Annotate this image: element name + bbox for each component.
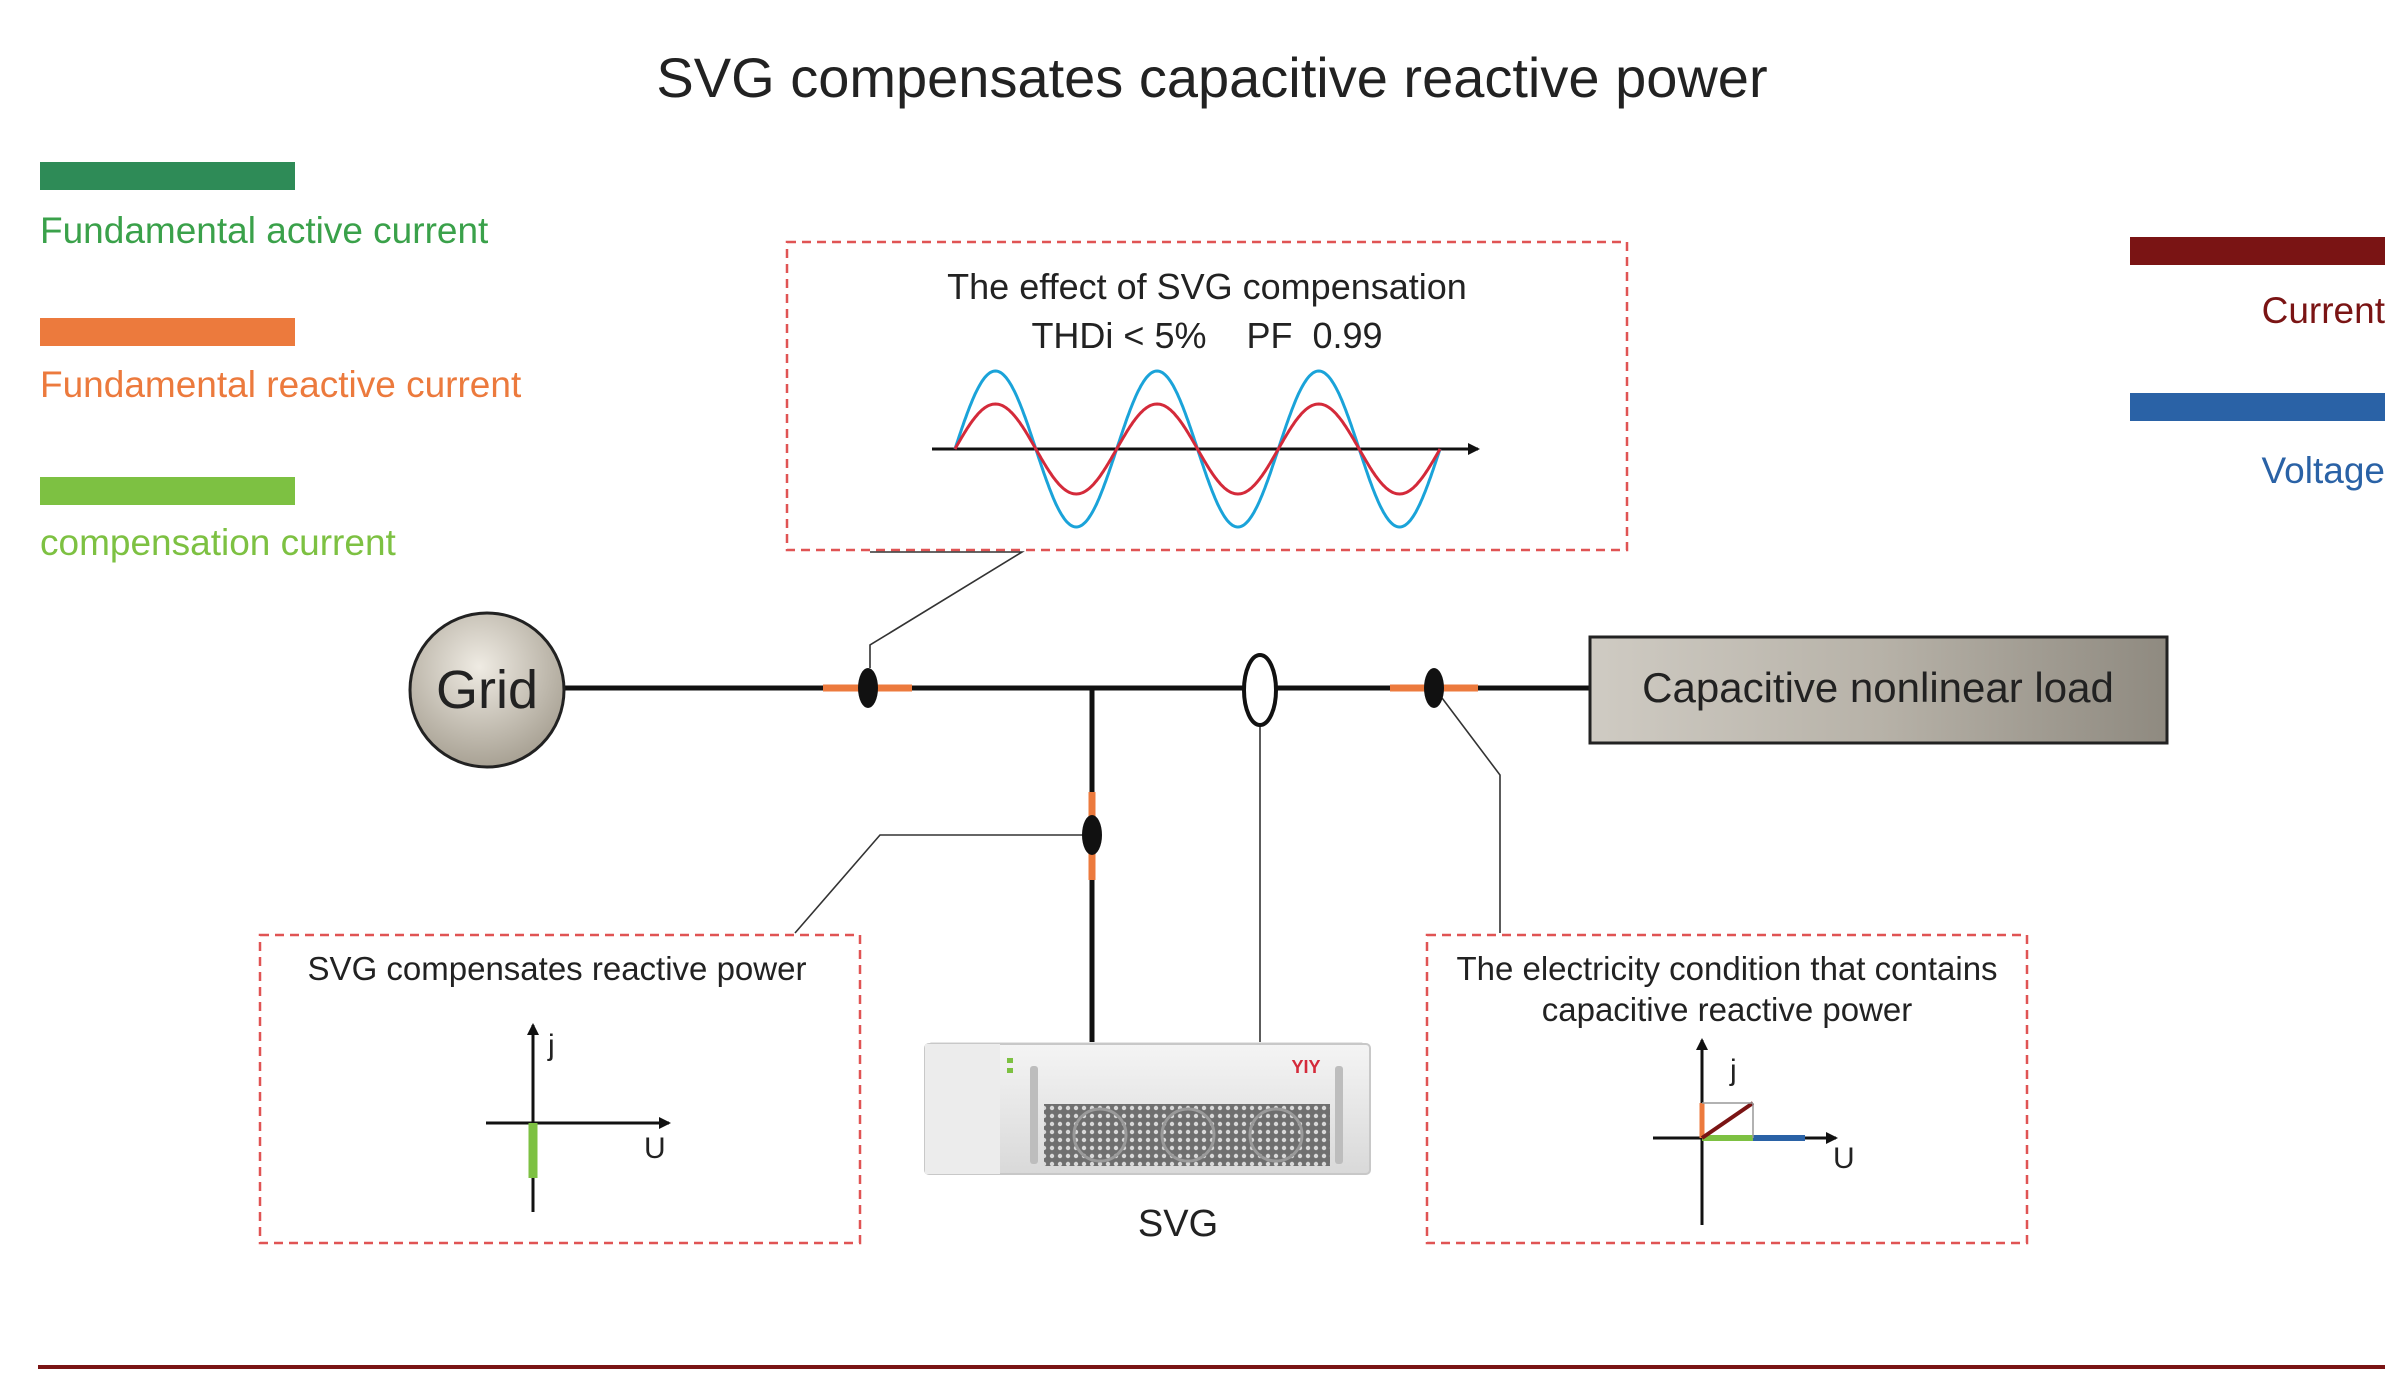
svg-device: YIY SVG xyxy=(924,1042,1371,1245)
measure-point-grid xyxy=(858,668,878,708)
page-title: SVG compensates capacitive reactive powe… xyxy=(656,46,1767,109)
load-box xyxy=(1588,635,2169,745)
leader-svg-box xyxy=(794,834,1092,934)
legend-label-voltage: Voltage xyxy=(2262,450,2385,491)
condition-box-title-line1: The electricity condition that contains xyxy=(1456,950,1997,987)
load-node: Capacitive nonlinear load xyxy=(1588,635,2169,745)
condition-box: The electricity condition that contains … xyxy=(1425,933,2029,1245)
leader-effect xyxy=(869,551,1025,668)
effect-box-stats: THDi < 5% PF 0.99 xyxy=(1031,315,1382,356)
svg-box-border xyxy=(258,933,862,1245)
legend-swatch-current xyxy=(2130,237,2385,265)
condition-box-axis-u-label: U xyxy=(1833,1142,1855,1175)
svg-box: SVG compensates reactive power j U xyxy=(258,933,862,1245)
svg-box-axis-j-label: j xyxy=(547,1029,555,1062)
fan-icon xyxy=(1160,1107,1216,1163)
effect-box-title: The effect of SVG compensation xyxy=(947,266,1467,307)
measure-point-load xyxy=(1424,668,1444,708)
condition-box-axis-j-label: j xyxy=(1729,1054,1737,1087)
condition-box-border xyxy=(1425,933,2029,1245)
current-vector xyxy=(1700,1101,1755,1140)
grid-node: Grid xyxy=(408,611,566,769)
measure-point-svg xyxy=(1082,815,1102,855)
fan-icon xyxy=(1072,1107,1128,1163)
svg-device-brand: YIY xyxy=(1291,1057,1320,1077)
svg-device-label: SVG xyxy=(1138,1203,1218,1245)
svg-device-handle-left xyxy=(1030,1066,1038,1164)
leader-lines xyxy=(794,551,1501,1042)
effect-box-border xyxy=(785,240,1629,552)
condition-box-title-line2: capacitive reactive power xyxy=(1542,991,1913,1028)
legend-label-active: Fundamental active current xyxy=(40,210,489,251)
legend-swatch-voltage xyxy=(2130,393,2385,421)
legend-label-compensation: compensation current xyxy=(40,522,397,563)
legend-left: Fundamental active current Fundamental r… xyxy=(40,162,522,563)
indicator-light xyxy=(1007,1068,1013,1073)
legend-swatch-compensation xyxy=(40,477,295,505)
svg-box-axis-u-label: U xyxy=(644,1132,666,1165)
current-waveform xyxy=(953,402,1442,496)
legend-swatch-reactive xyxy=(40,318,295,346)
legend-label-reactive: Fundamental reactive current xyxy=(40,364,522,405)
legend-label-current: Current xyxy=(2262,290,2386,331)
svg-device-left-panel xyxy=(925,1044,1000,1174)
svg-device-handle-right xyxy=(1335,1066,1343,1164)
indicator-light xyxy=(1007,1058,1013,1063)
effect-box: The effect of SVG compensation THDi < 5%… xyxy=(785,240,1629,552)
current-transformer-ring xyxy=(1242,653,1278,727)
svg-box-title: SVG compensates reactive power xyxy=(308,950,807,987)
legend-swatch-active xyxy=(40,162,295,190)
svg-device-vent xyxy=(1044,1104,1330,1166)
legend-right: Current Voltage xyxy=(2130,237,2386,491)
fan-icon xyxy=(1248,1107,1304,1163)
leader-condition xyxy=(1435,689,1501,933)
main-bus xyxy=(563,653,1590,1042)
load-label: Capacitive nonlinear load xyxy=(1642,664,2114,711)
grid-circle xyxy=(408,611,566,769)
grid-label: Grid xyxy=(436,660,538,720)
